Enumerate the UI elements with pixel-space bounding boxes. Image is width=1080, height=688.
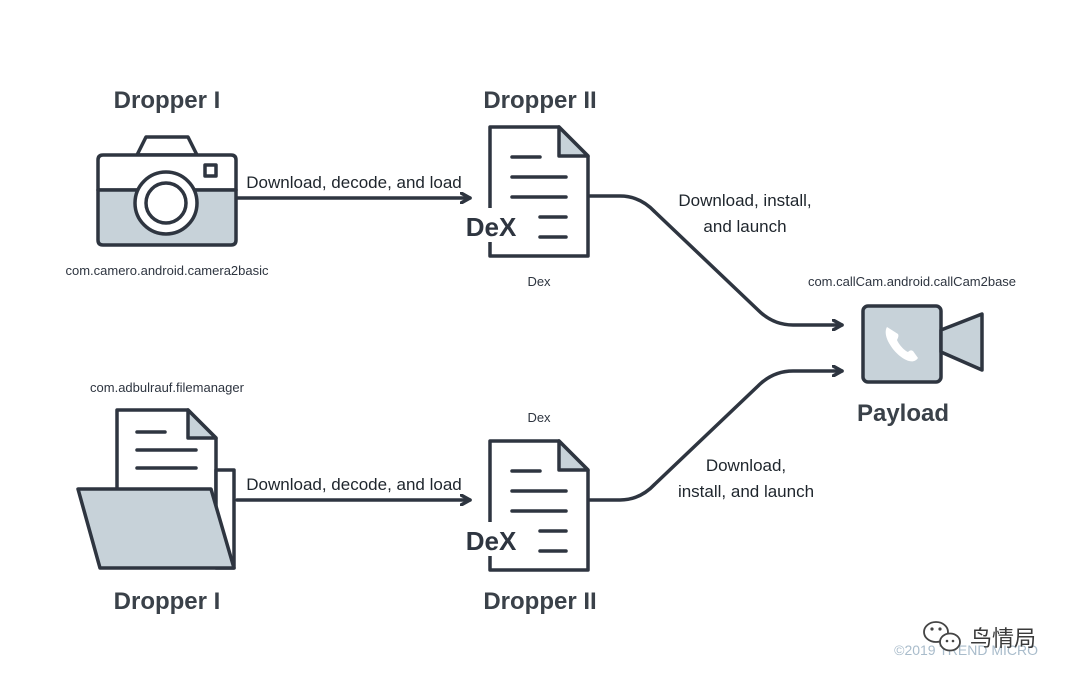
bottom-dropper2-title: Dropper II	[483, 588, 596, 615]
top-dex-caption: Dex	[527, 274, 551, 289]
file-manager-folder-icon	[76, 408, 236, 570]
payload-package: com.callCam.android.callCam2base	[808, 274, 1016, 289]
bottom-edge1-label: Download, decode, and load	[246, 475, 462, 494]
bottom-dropper1-title: Dropper I	[114, 588, 221, 615]
copyright-text: ©2019 TREND MICRO	[894, 642, 1038, 658]
watermark-text: 鸟情局	[970, 627, 1036, 652]
top-edge2-label-line1: Download, install,	[678, 191, 811, 210]
camera-icon	[96, 135, 238, 247]
top-edge2-label-line2: and launch	[703, 217, 786, 236]
bottom-edge2-label-line2: install, and launch	[678, 482, 814, 501]
top-dropper1-package: com.camero.android.camera2basic	[65, 263, 269, 278]
bottom-edge2-arrow	[588, 371, 844, 502]
bottom-edge2-label-line1: Download,	[706, 456, 786, 475]
top-dropper1-title: Dropper I	[114, 87, 221, 114]
bottom-dropper1-package: com.adbulrauf.filemanager	[90, 380, 245, 395]
top-edge2-arrow	[588, 194, 844, 325]
phone-icon	[885, 327, 918, 362]
dex-document-icon	[466, 439, 590, 572]
bottom-dex-label: DeX	[466, 526, 517, 556]
payload-title: Payload	[857, 400, 949, 427]
top-dropper2-title: Dropper II	[483, 87, 596, 114]
top-dex-label: DeX	[466, 212, 517, 242]
bottom-dex-caption: Dex	[527, 410, 551, 425]
dex-document-icon	[466, 125, 590, 258]
wechat-icon	[923, 621, 961, 652]
top-edge1-label: Download, decode, and load	[246, 173, 462, 192]
video-call-icon	[861, 304, 984, 384]
